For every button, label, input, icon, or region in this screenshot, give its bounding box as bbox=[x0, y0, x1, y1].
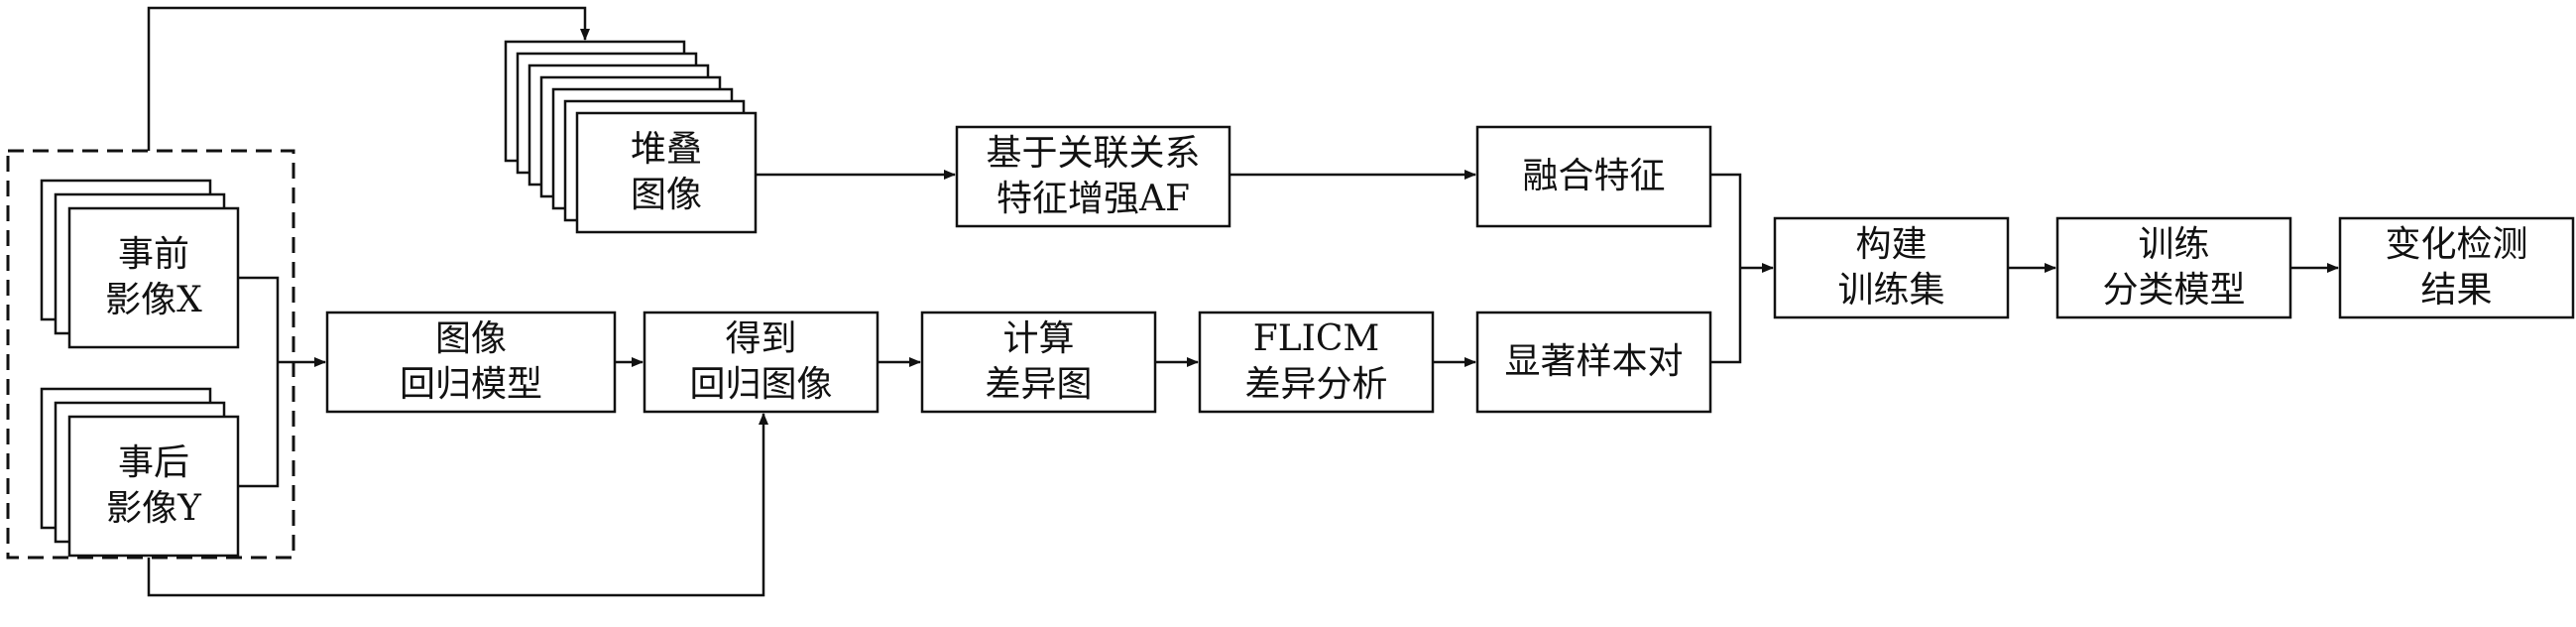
detect-result-box bbox=[2338, 216, 2575, 319]
connector-bottom-route bbox=[147, 413, 768, 597]
regression-image-label: 得到 回归图像 bbox=[689, 318, 833, 405]
regression-model-box bbox=[325, 311, 617, 414]
stack-label: 堆叠 图像 bbox=[630, 129, 702, 215]
connector-merge-bracket bbox=[1710, 173, 1742, 364]
fuse-feature-box bbox=[1475, 125, 1712, 228]
diff-map-box bbox=[920, 311, 1157, 414]
regression-image-box bbox=[643, 311, 879, 414]
stacked-image-pile bbox=[504, 40, 758, 234]
fuse-feature-label: 融合特征 bbox=[1522, 156, 1666, 196]
connector-to-stack bbox=[147, 6, 590, 151]
train-model-label: 训练 分类模型 bbox=[2102, 224, 2246, 311]
feature-enhance-box bbox=[955, 125, 1231, 228]
post-image-label: 事后 影像Y bbox=[106, 442, 201, 529]
connector-inputs-bracket bbox=[238, 276, 280, 488]
build-trainset-label: 构建 训练集 bbox=[1837, 224, 1945, 311]
feature-enhance-label: 基于关联关系 特征增强AF bbox=[986, 133, 1201, 219]
post-image-stack bbox=[40, 387, 240, 558]
salient-pairs-label: 显著样本对 bbox=[1504, 341, 1684, 382]
detect-result-label: 变化检测 结果 bbox=[2385, 224, 2528, 311]
input-group-dashed-frame bbox=[6, 149, 295, 560]
flicm-label: FLICM 差异分析 bbox=[1244, 318, 1388, 405]
pre-image-label: 事前 影像X bbox=[105, 234, 202, 320]
build-trainset-box bbox=[1773, 216, 2010, 319]
regression-model-label: 图像 回归模型 bbox=[399, 318, 542, 405]
flicm-box bbox=[1198, 311, 1435, 414]
diff-map-label: 计算 差异图 bbox=[985, 318, 1093, 405]
salient-pairs-box bbox=[1475, 311, 1712, 414]
